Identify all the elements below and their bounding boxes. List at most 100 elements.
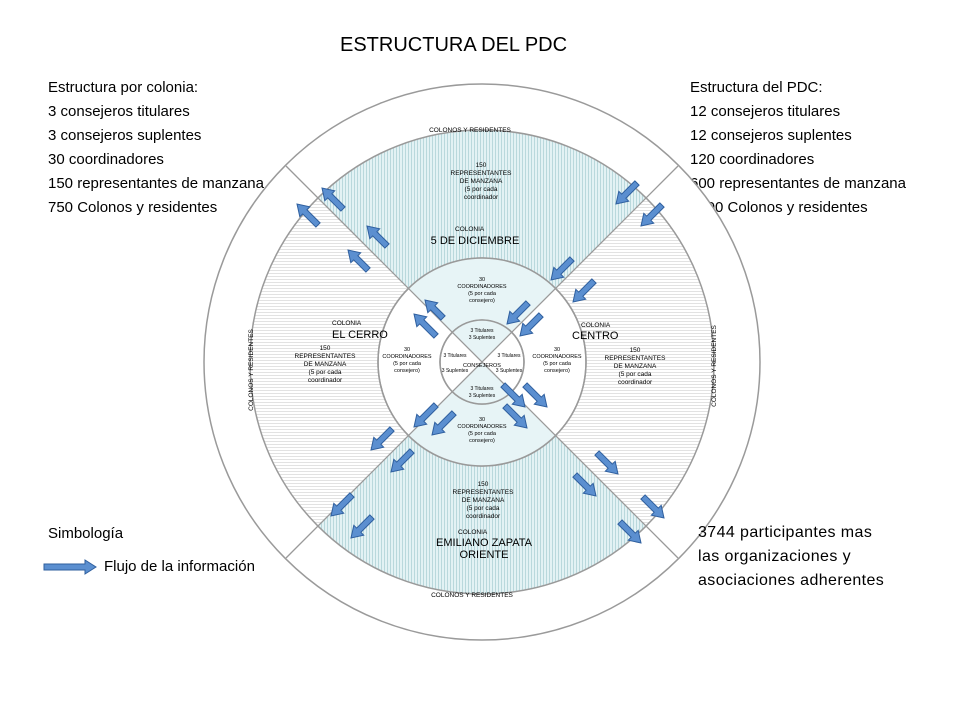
svg-text:3 Titulares: 3 Titulares (443, 353, 467, 359)
colonia-name-bottom-2: ORIENTE (460, 549, 509, 561)
svg-text:(5 por cada: (5 por cada (468, 431, 497, 437)
flow-arrow (413, 402, 439, 428)
coordinadores-bottom: 30 COORDINADORES (5 por cada consejero) (457, 417, 507, 444)
colonia-structure-text: Estructura por colonia: 3 consejeros tit… (48, 76, 264, 220)
flow-arrow (640, 202, 665, 227)
page-title: ESTRUCTURA DEL PDC (340, 34, 568, 56)
representantes-right: 150 REPRESENTANTES DE MANZANA (5 por cad… (605, 347, 667, 386)
flow-arrow (330, 492, 355, 517)
svg-text:3 Titulares: 3 Titulares (470, 328, 494, 334)
flow-arrow (572, 278, 597, 303)
flow-arrow (424, 299, 446, 321)
pdc-structure-heading: Estructura del PDC: (690, 79, 823, 96)
colonia-structure-heading: Estructura por colonia: (48, 79, 199, 96)
flow-arrow (431, 410, 457, 436)
svg-text:30: 30 (404, 347, 410, 353)
pdc-suplentes-line: 12 consejeros suplentes (690, 127, 852, 144)
flow-arrow (366, 225, 390, 249)
svg-text:REPRESENTANTES: REPRESENTANTES (451, 170, 513, 177)
svg-text:coordinador: coordinador (464, 194, 499, 201)
flow-arrow (370, 426, 395, 451)
svg-text:coordinador: coordinador (308, 377, 343, 384)
legend-label: Flujo de la información (104, 558, 255, 575)
svg-text:(5 por cada: (5 por cada (468, 291, 497, 297)
svg-text:30: 30 (479, 277, 485, 283)
colonia-suplentes-line: 3 consejeros suplentes (48, 127, 202, 144)
flow-arrow (390, 448, 415, 473)
svg-text:150: 150 (476, 162, 487, 169)
svg-text:COORDINADORES: COORDINADORES (532, 354, 582, 360)
flow-arrow (519, 312, 544, 337)
legend-arrow-icon (43, 559, 97, 575)
outer-label-right: COLONOS Y RESIDENTES (711, 324, 718, 406)
flow-arrow (321, 187, 346, 212)
coordinadores-right: 30 COORDINADORES (5 por cada consejero) (532, 347, 582, 374)
colonia-representantes-line: 150 representantes de manzana (48, 175, 264, 192)
pdc-colonos-line: 3000 Colonos y residentes (690, 199, 868, 216)
colonia-name-right: CENTRO (572, 330, 619, 342)
colonia-colonos-line: 750 Colonos y residentes (48, 199, 218, 216)
svg-text:REPRESENTANTES: REPRESENTANTES (295, 353, 357, 360)
svg-text:DE MANZANA: DE MANZANA (304, 361, 347, 368)
svg-text:consejero): consejero) (469, 298, 495, 304)
svg-text:CONSEJEROS: CONSEJEROS (463, 363, 501, 369)
svg-text:REPRESENTANTES: REPRESENTANTES (453, 489, 515, 496)
svg-text:30: 30 (554, 347, 560, 353)
participants-summary: 3744 participantes mas las organizacione… (698, 521, 884, 593)
representantes-top: 150 REPRESENTANTES DE MANZANA (5 por cad… (451, 162, 513, 201)
colonia-label-left: COLONIA (332, 320, 362, 327)
svg-text:REPRESENTANTES: REPRESENTANTES (605, 355, 667, 362)
svg-text:3 Titulares: 3 Titulares (470, 386, 494, 392)
svg-text:3 Suplentes: 3 Suplentes (469, 335, 496, 341)
colonia-label-top: COLONIA (455, 226, 485, 233)
legend-arrow-shape (43, 559, 97, 575)
flow-arrow (500, 382, 526, 408)
flow-arrow (615, 180, 640, 205)
flow-arrow (350, 514, 375, 539)
flow-arrow (594, 450, 619, 475)
svg-text:DE MANZANA: DE MANZANA (614, 363, 657, 370)
svg-text:COORDINADORES: COORDINADORES (457, 424, 507, 430)
svg-text:(5 por cada: (5 por cada (619, 371, 652, 378)
outer-label-left: COLONOS Y RESIDENTES (248, 328, 255, 410)
svg-text:DE MANZANA: DE MANZANA (462, 497, 505, 504)
outer-label-bottom: COLONOS Y RESIDENTES (431, 592, 513, 599)
flow-arrow (617, 519, 642, 544)
consejeros-labels: 3 Titulares 3 Suplentes 3 Titulares 3 Su… (442, 328, 523, 399)
pdc-titulares-line: 12 consejeros titulares (690, 103, 841, 120)
colonia-name-bottom-1: EMILIANO ZAPATA (436, 537, 533, 549)
svg-text:(5 por cada: (5 por cada (393, 361, 422, 367)
svg-text:3 Suplentes: 3 Suplentes (496, 368, 523, 374)
svg-text:(5 por cada: (5 por cada (465, 186, 498, 193)
pdc-structure-text: Estructura del PDC: 12 consejeros titula… (690, 76, 906, 220)
sector-5-de-diciembre (318, 130, 646, 362)
svg-text:3 Suplentes: 3 Suplentes (469, 393, 496, 399)
flow-arrow (550, 256, 575, 281)
flow-arrow (506, 300, 531, 325)
coordinadores-left: 30 COORDINADORES (5 por cada consejero) (382, 347, 432, 374)
summary-line-2: las organizaciones y (698, 548, 851, 565)
coordinadores-top: 30 COORDINADORES (5 por cada consejero) (457, 277, 507, 304)
svg-text:30: 30 (479, 417, 485, 423)
colonia-name-top: 5 DE DICIEMBRE (431, 235, 520, 247)
outer-label-top: COLONOS Y RESIDENTES (429, 127, 511, 134)
svg-text:150: 150 (320, 345, 331, 352)
information-flow-arrows (296, 180, 665, 544)
colonia-label-right: COLONIA (581, 322, 611, 329)
svg-text:150: 150 (478, 481, 489, 488)
svg-text:consejero): consejero) (394, 368, 420, 374)
colonia-coordinadores-line: 30 coordinadores (48, 151, 164, 168)
flow-arrow (502, 403, 528, 429)
flow-arrow (347, 249, 371, 273)
svg-text:consejero): consejero) (544, 368, 570, 374)
svg-text:DE MANZANA: DE MANZANA (460, 178, 503, 185)
flow-arrow (296, 203, 321, 228)
svg-text:150: 150 (630, 347, 641, 354)
summary-line-3: asociaciones adherentes (698, 572, 885, 589)
representantes-left: 150 REPRESENTANTES DE MANZANA (5 por cad… (295, 345, 357, 384)
colonia-name-left: EL CERRO (332, 329, 388, 341)
svg-text:3 Titulares: 3 Titulares (497, 353, 521, 359)
summary-line-1: 3744 participantes mas (698, 524, 873, 541)
coordinadores-sectors (408, 258, 556, 466)
